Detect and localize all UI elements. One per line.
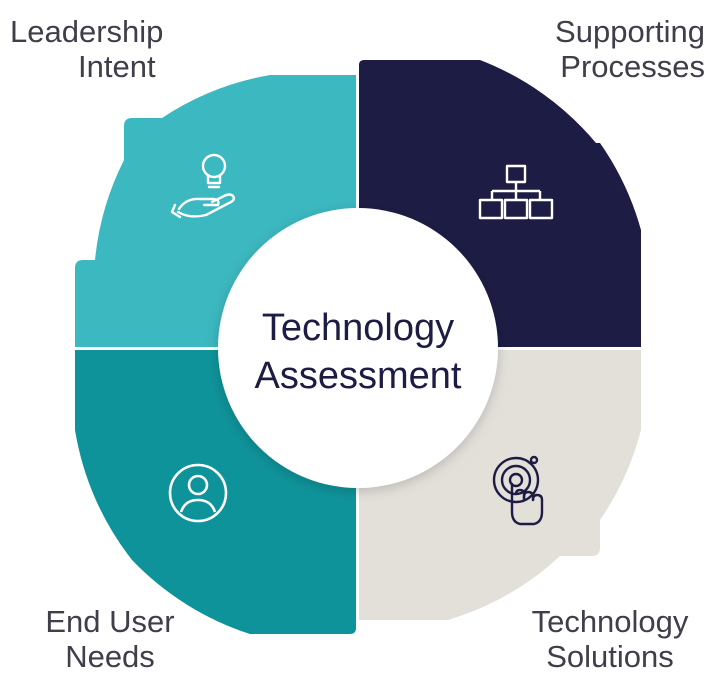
label-supporting-processes: Supporting Processes xyxy=(515,14,705,84)
center-title-line1: Technology xyxy=(262,307,454,349)
label-solutions-line2: Solutions xyxy=(546,639,674,674)
label-enduser-line2: Needs xyxy=(65,639,155,674)
hand-lightbulb-icon xyxy=(170,153,236,219)
center-circle xyxy=(218,208,498,488)
label-leadership-line2: Intent xyxy=(78,49,156,84)
user-circle-icon xyxy=(168,463,228,523)
org-chart-icon xyxy=(478,164,554,220)
label-enduser-line1: End User xyxy=(45,604,175,639)
center-hub: Technology Assessment xyxy=(218,208,498,488)
label-leadership-line1: Leadership xyxy=(10,14,164,49)
label-end-user-needs: End User Needs xyxy=(30,604,190,674)
center-title-line2: Assessment xyxy=(255,355,462,397)
label-leadership-intent: Leadership Intent xyxy=(10,14,190,84)
label-processes-line2: Processes xyxy=(560,49,705,84)
label-solutions-line1: Technology xyxy=(531,604,689,639)
label-processes-line1: Supporting xyxy=(555,14,705,49)
label-technology-solutions: Technology Solutions xyxy=(515,604,705,674)
touch-target-icon xyxy=(492,455,544,526)
